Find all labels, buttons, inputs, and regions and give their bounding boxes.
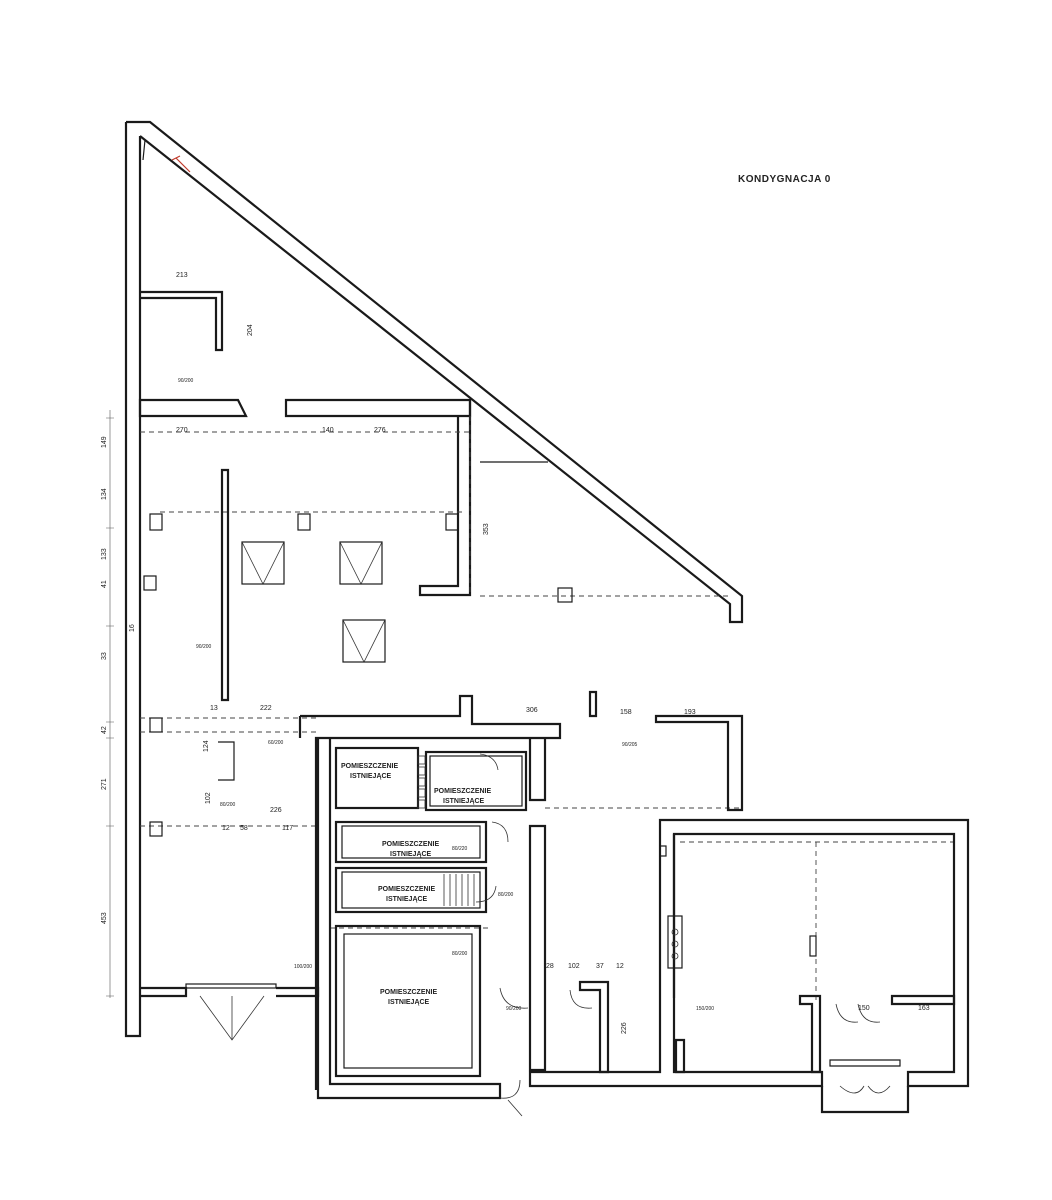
door-size: 90/200 [506, 1006, 522, 1012]
dim-label: 306 [526, 707, 538, 714]
dim-label: 37 [596, 963, 604, 970]
dim-label: 213 [176, 272, 188, 279]
room-label: POMIESZCZENIE [434, 788, 492, 795]
columns [143, 513, 573, 837]
beam-lines [140, 416, 955, 1000]
door-size: 100/200 [294, 964, 312, 970]
dim-label: 226 [270, 807, 282, 814]
dim-label: 149 [101, 436, 108, 448]
dim-label: 150 [858, 1005, 870, 1012]
vent-ducts [417, 755, 426, 809]
door-size: 80/200 [220, 802, 236, 808]
dim-label: 16 [129, 624, 136, 632]
dim-label: 204 [247, 324, 254, 336]
room-boxes [334, 746, 528, 1078]
door-size: 80/220 [452, 846, 468, 852]
dim-label: 270 [176, 427, 188, 434]
dim-label: 42 [101, 726, 108, 734]
door-size: 90/200 [178, 378, 194, 384]
dim-label: 140 [322, 427, 334, 434]
dimension-labels: 213 204 270 140 276 353 306 222 158 193 … [101, 272, 930, 1034]
red-mark [171, 155, 191, 173]
skylights [241, 541, 386, 663]
east-wing-walls [528, 690, 970, 1088]
dimension-line-left [106, 410, 114, 998]
dim-label: 124 [203, 740, 210, 752]
room-label: ISTNIEJĄCE [443, 798, 485, 805]
dim-label: 133 [101, 548, 108, 560]
dim-label: 58 [240, 825, 248, 832]
dim-label: 163 [918, 1005, 930, 1012]
dim-label: 117 [282, 825, 293, 832]
door-size: 90/200 [196, 644, 212, 650]
room-label: ISTNIEJĄCE [350, 773, 392, 780]
door-size: 150/200 [696, 1006, 714, 1012]
door-size-labels: 90/200 90/200 80/200 80/220 80/200 80/20… [178, 378, 714, 1012]
west-lower-walls [140, 741, 320, 998]
dim-label: 222 [260, 705, 272, 712]
room-label: ISTNIEJĄCE [386, 896, 428, 903]
dim-label: 12 [222, 825, 230, 832]
room-labels: POMIESZCZENIE ISTNIEJĄCE POMIESZCZENIE I… [341, 763, 492, 1006]
entry-door-south [499, 1079, 523, 1117]
dim-label: 41 [101, 580, 108, 588]
dim-label: 193 [684, 709, 696, 716]
room-label: POMIESZCZENIE [378, 886, 436, 893]
door-size: 60/200 [268, 740, 284, 746]
kitchen-strip [667, 915, 683, 969]
outer-walls [124, 120, 744, 1038]
dim-label: 453 [101, 912, 108, 924]
entry-door-west [199, 995, 265, 1041]
dim-label: 134 [101, 488, 108, 500]
dim-label: 102 [205, 792, 212, 804]
door-swings [475, 753, 881, 1023]
stairs [443, 874, 475, 906]
dim-label: 226 [621, 1022, 628, 1034]
door-size: 90/205 [622, 742, 638, 748]
dim-label: 276 [374, 427, 386, 434]
room-label: POMIESZCZENIE [341, 763, 399, 770]
entry-door-southeast [820, 1059, 910, 1114]
small-mark [809, 935, 817, 957]
door-size: 80/200 [498, 892, 514, 898]
dim-label: 28 [546, 963, 554, 970]
small-mark [659, 845, 667, 857]
dim-label: 13 [210, 705, 218, 712]
dim-label: 33 [101, 652, 108, 660]
dim-label: 102 [568, 963, 580, 970]
room-label: POMIESZCZENIE [382, 841, 440, 848]
hall-partition [220, 468, 230, 702]
plan-title: KONDYGNACJA 0 [738, 174, 831, 185]
door-size: 80/200 [452, 951, 468, 957]
dim-label: 158 [620, 709, 632, 716]
dim-label: 271 [101, 778, 108, 790]
room-label: ISTNIEJĄCE [390, 851, 432, 858]
room-label: ISTNIEJĄCE [388, 999, 430, 1006]
dim-label: 353 [483, 523, 490, 535]
room-label: POMIESZCZENIE [380, 989, 438, 996]
dim-label: 12 [616, 963, 624, 970]
